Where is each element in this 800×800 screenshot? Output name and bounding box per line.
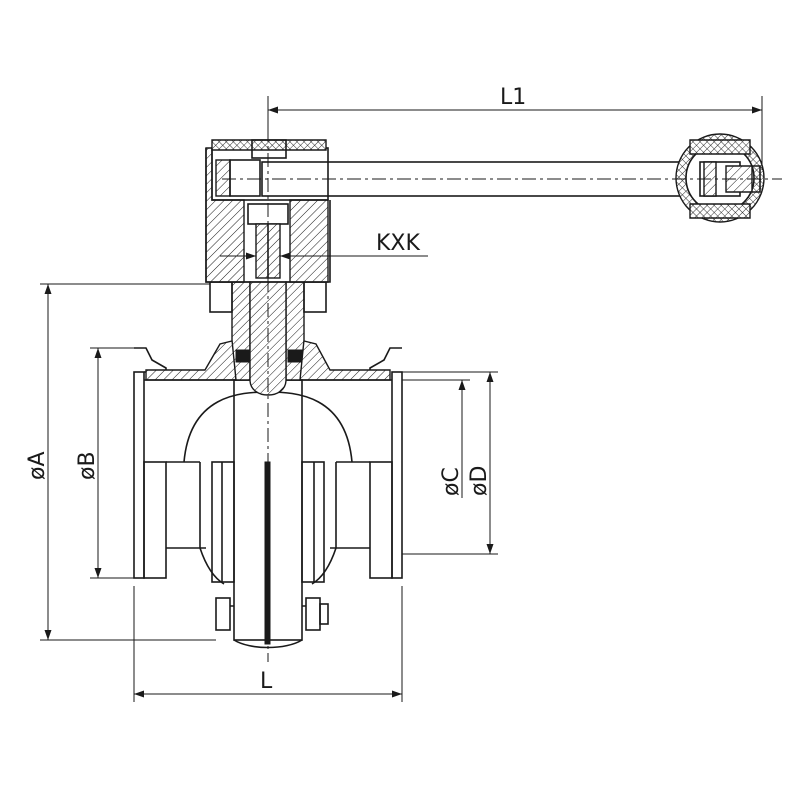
bottom-bolt-right: [305, 597, 321, 631]
label-dia-b: øB: [75, 451, 100, 480]
right-ferrule-inner: [369, 461, 393, 579]
dimensions: L1 KXK øA øB øC øD L: [25, 85, 763, 702]
disc-shaft: [215, 379, 329, 649]
center-lines: [222, 128, 782, 662]
bottom-bolt-left: [215, 597, 231, 631]
right-ferrule: [391, 371, 403, 579]
handle-housing: [205, 139, 331, 283]
label-l1: L1: [500, 85, 526, 110]
label-dia-d: øD: [467, 466, 492, 496]
left-ferrule-inner: [143, 461, 167, 579]
label-kxk: KXK: [376, 231, 420, 256]
label-dia-c: øC: [439, 467, 464, 496]
disc-arc: [183, 391, 353, 463]
left-ferrule: [133, 371, 145, 579]
label-l: L: [260, 669, 273, 694]
handle-knob: [675, 133, 765, 223]
label-dia-a: øA: [25, 451, 50, 480]
body-shell-top: [145, 339, 237, 381]
